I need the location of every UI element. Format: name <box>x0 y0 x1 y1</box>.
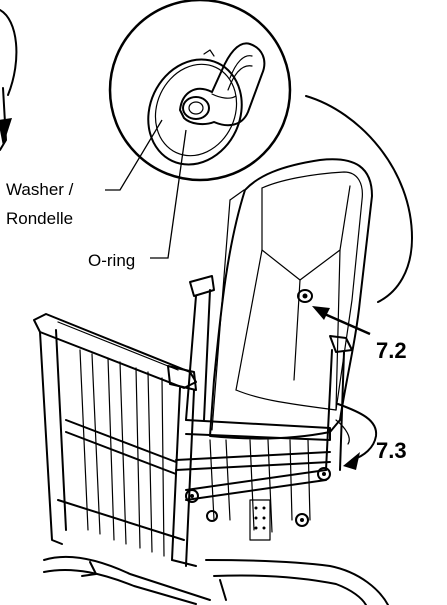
washer-disc <box>147 58 243 166</box>
label-step-7-3: 7.3 <box>376 438 407 463</box>
backrest <box>209 158 373 440</box>
label-washer-line1: Washer / <box>6 180 74 199</box>
detail-zoom-circle <box>108 0 292 182</box>
back-knob <box>297 289 313 303</box>
rotation-arrow-icon <box>337 403 378 461</box>
left-edge-arrow-icon <box>0 9 18 151</box>
label-oring: O-ring <box>88 251 135 270</box>
o-ring <box>182 96 210 120</box>
glider-base <box>43 555 211 601</box>
label-washer-line2: Rondelle <box>6 209 73 228</box>
hook-pin <box>179 42 266 127</box>
glider-chair <box>33 158 389 605</box>
callout-leaders <box>105 119 187 259</box>
detail-connector-arc <box>305 95 413 303</box>
label-step-7-2: 7.2 <box>376 338 407 363</box>
arrow-7-2-icon <box>312 306 371 336</box>
